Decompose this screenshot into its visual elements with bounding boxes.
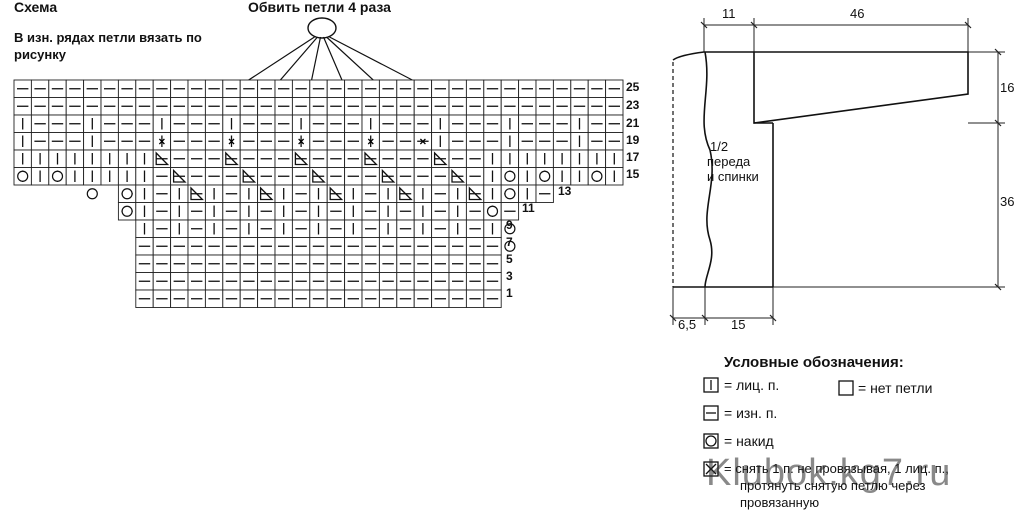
dim-right-lower: 36 [1000,194,1015,209]
decrease-mark [468,186,483,201]
yarn-over-symbol-icon [703,433,719,449]
dim-top-right: 46 [850,6,865,21]
row-number-5: 5 [506,252,513,266]
slip-cross-mark: × [298,134,305,148]
purl-symbol-icon [703,405,719,421]
decrease-mark [312,168,326,183]
row-number-1: 1 [506,286,513,300]
slip-cross-mark: × [367,134,374,148]
legend-slip-line1: = снять 1 п. не провязывая, 1 лиц. п., [724,461,949,476]
row-number-3: 3 [506,269,513,283]
yarn-over-mark [121,205,133,217]
decrease-mark [242,168,257,183]
decrease-mark [364,151,378,166]
dim-right-upper: 16 [1000,80,1015,95]
decrease-mark [451,168,465,183]
slip-cross-mark: × [158,134,165,148]
legend-title: Условные обозначения: [724,354,904,371]
knitting-chart: × × × × × [13,17,624,308]
legend-slip-line2: протянуть снятую петлю через [740,478,926,493]
piece-label-line2: переда [707,154,751,169]
yarn-over-mark [504,188,516,200]
row-number-7: 7 [506,235,513,249]
row-number-25: 25 [626,80,640,94]
knit-symbol-icon [703,377,719,393]
scheme-title: Схема [14,0,58,15]
yarn-over-mark [86,188,98,200]
yarn-over-mark [504,170,516,182]
scheme-note-line2: рисунку [14,47,66,62]
decrease-mark [294,151,309,166]
row-number-11: 11 [522,201,535,215]
row-number-15: 15 [626,167,640,181]
dim-top-left: 11 [722,6,736,21]
row-number-9: 9 [506,218,513,232]
yarn-over-mark [121,188,133,200]
yarn-over-mark [17,170,29,182]
decrease-mark [155,151,170,166]
piece-label-line3: и спинки [707,169,759,184]
row-number-13: 13 [558,184,572,198]
slip-cross-mark: × [228,134,235,148]
no-stitch-symbol-icon [838,380,854,396]
legend-slip-line3: провязанную [740,495,820,510]
row-number-19: 19 [626,133,640,147]
piece-label-line1: 1/2 [710,139,729,154]
wrap-label: Обвить петли 4 раза [248,0,391,15]
yarn-over-mark [51,170,64,182]
dim-bottom-right: 15 [731,317,746,332]
decrease-mark [433,151,448,166]
decrease-mark [190,186,204,201]
legend-purl: = изн. п. [724,405,778,421]
row-number-17: 17 [626,150,640,164]
scheme-note-line1: В изн. рядах петли вязать по [14,30,202,45]
decrease-mark [172,168,187,183]
watermark: Klubok.kg7.ru [706,452,952,494]
yarn-over-mark [591,170,603,182]
yarn-over-mark [504,240,516,252]
yarn-over-mark [539,170,551,182]
legend-yarn-over: = накид [724,433,774,449]
yarn-over-mark [486,205,499,217]
row-number-23: 23 [626,98,640,112]
legend-knit: = лиц. п. [724,377,780,393]
decrease-mark [329,186,344,201]
slip-cross-mark: × [419,134,426,148]
wrap-ellipse [307,17,337,39]
row-number-21: 21 [626,116,640,130]
decrease-mark [225,151,239,166]
dim-bottom-left: 6,5 [678,317,697,332]
legend-no-stitch: = нет петли [858,380,933,396]
decrease-mark [381,168,396,183]
decrease-mark [259,186,274,201]
yarn-over-mark [504,223,516,235]
decrease-mark [399,186,413,201]
